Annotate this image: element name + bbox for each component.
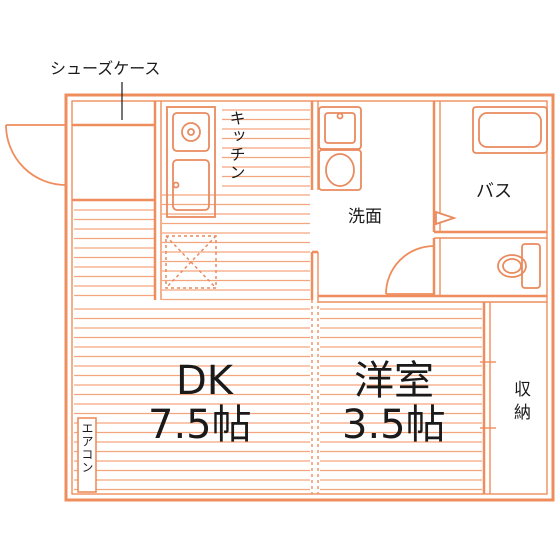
entrance-door <box>5 124 67 200</box>
storage-marks <box>480 361 496 429</box>
labels: シューズケース キッチン 洗面 バス DK 7.5帖 洋室 3.5帖 収納 エア… <box>50 59 531 474</box>
bath-fixtures <box>435 106 548 226</box>
toilet <box>497 243 541 289</box>
washroom-label: 洗面 <box>348 207 382 227</box>
shoe-case-label: シューズケース <box>50 59 160 78</box>
dk-name-label: DK <box>176 358 235 404</box>
fridge-space <box>165 235 217 289</box>
aircon-label: エアコン <box>80 422 94 474</box>
dk-floor-lines <box>74 194 310 491</box>
wash-door <box>385 245 435 295</box>
kitchen-label: キッチン <box>227 110 246 182</box>
dk-size-label: 7.5帖 <box>148 402 252 448</box>
interior-walls <box>72 101 547 494</box>
bath-label: バス <box>476 181 512 202</box>
outer-walls <box>64 93 555 502</box>
kitchen-fixtures <box>166 106 216 218</box>
floor-hatching <box>74 109 482 491</box>
storage-label: 収納 <box>510 380 531 426</box>
aircon-box <box>77 417 97 493</box>
western-floor-lines <box>320 308 482 491</box>
western-name-label: 洋室 <box>354 358 434 404</box>
kitchen-floor-lines <box>222 109 310 187</box>
wash-fixtures <box>318 106 362 191</box>
western-size-label: 3.5帖 <box>342 402 446 448</box>
